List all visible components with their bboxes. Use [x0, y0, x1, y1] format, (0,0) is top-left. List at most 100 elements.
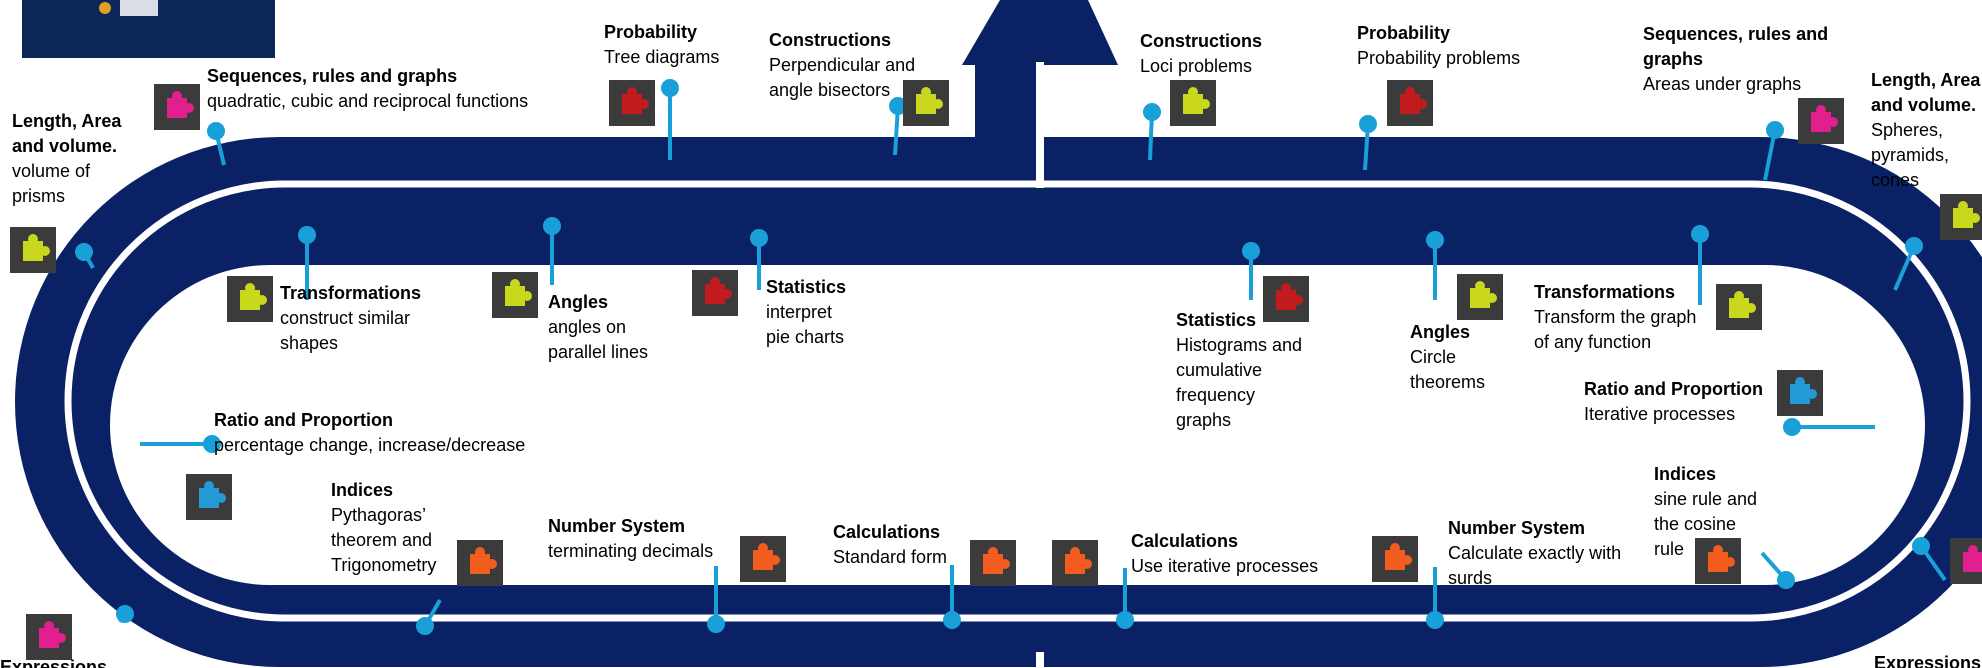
connector-pin	[416, 617, 434, 635]
topic-title: Angles	[548, 292, 609, 312]
connector-pin	[543, 217, 561, 235]
track-separator	[64, 180, 1971, 622]
stem-divider	[1036, 62, 1044, 188]
topic-title: Ratio and Proportion	[1584, 379, 1763, 399]
topic-text: rule	[1654, 539, 1685, 559]
puzzle-piece-icon	[1695, 538, 1741, 584]
puzzle-piece-icon	[1170, 80, 1216, 126]
topic-statistics-2: Statistics Histograms and cumulative fre…	[1176, 308, 1302, 433]
puzzle-piece-icon	[692, 270, 738, 316]
topic-ratio-1: Ratio and Proportion percentage change, …	[214, 408, 525, 458]
puzzle-piece-icon	[1263, 276, 1309, 322]
topic-expressions-2: Expressions	[1874, 651, 1981, 668]
topic-text: interpret	[766, 302, 833, 322]
connector-pin	[1912, 537, 1930, 555]
topic-text: Spheres,	[1871, 120, 1944, 140]
topic-text: theorems	[1410, 372, 1486, 392]
topic-length-2: Length, Area and volume. Spheres, pyrami…	[1871, 68, 1980, 193]
connector-pin	[707, 615, 725, 633]
topic-title: Sequences, rules and graphs	[207, 66, 458, 86]
topic-constructions-1: Constructions Perpendicular and angle bi…	[769, 28, 915, 103]
topic-title: Calculations	[833, 522, 941, 542]
logo-mark	[120, 0, 158, 16]
topic-calculations-1: Calculations Standard form	[833, 520, 947, 570]
connector-pin	[943, 611, 961, 629]
topic-statistics-1: Statistics interpret pie charts	[766, 275, 846, 350]
topic-angles-2: Angles Circle theorems	[1410, 320, 1485, 395]
puzzle-piece-icon	[970, 540, 1016, 586]
topic-ratio-2: Ratio and Proportion Iterative processes	[1584, 377, 1763, 427]
connector-pin	[1116, 611, 1134, 629]
connector-pin	[203, 435, 221, 453]
puzzle-piece-icon	[227, 276, 273, 322]
topic-probability-2: Probability Probability problems	[1357, 21, 1520, 71]
topic-text: angles on	[548, 317, 627, 337]
topic-title: Length, Area	[1871, 70, 1981, 90]
topic-expressions-1: Expressions	[0, 655, 107, 668]
topic-text: graphs	[1176, 410, 1232, 430]
connector-pin	[1426, 231, 1444, 249]
topic-title: and volume.	[1871, 95, 1977, 115]
topic-text: Standard form	[833, 547, 948, 567]
topic-text: pyramids,	[1871, 145, 1950, 165]
topic-title: Expressions	[1874, 653, 1982, 668]
connector-pin	[1905, 237, 1923, 255]
connector-pin	[1359, 115, 1377, 133]
puzzle-piece-icon	[1798, 98, 1844, 144]
puzzle-piece-icon	[903, 80, 949, 126]
topic-text: Loci problems	[1140, 56, 1253, 76]
puzzle-piece-icon	[186, 474, 232, 520]
connector-pin	[1143, 103, 1161, 121]
topic-title: Indices	[1654, 464, 1717, 484]
topic-text: surds	[1448, 568, 1493, 588]
topic-sequences-2: Sequences, rules and graphs Areas under …	[1643, 22, 1828, 97]
topic-text: theorem and	[331, 530, 433, 550]
topic-text: percentage change, increase/decrease	[214, 435, 526, 455]
topic-angles-1: Angles angles on parallel lines	[548, 290, 648, 365]
topic-text: Perpendicular and	[769, 55, 916, 75]
topic-title: Number System	[1448, 518, 1586, 538]
puzzle-piece-icon	[609, 80, 655, 126]
topic-text: Trigonometry	[331, 555, 437, 575]
connector-pin	[1242, 242, 1260, 260]
topic-text: Probability problems	[1357, 48, 1521, 68]
journey-arrow-head	[962, 0, 1118, 65]
topic-title: Probability	[1357, 23, 1451, 43]
topic-title: Indices	[331, 480, 394, 500]
topic-text: prisms	[12, 186, 65, 206]
puzzle-piece-icon	[1940, 194, 1982, 240]
topic-number-1: Number System terminating decimals	[548, 514, 713, 564]
topic-title: Angles	[1410, 322, 1471, 342]
connector-pin	[298, 226, 316, 244]
connector-pin	[75, 243, 93, 261]
connector-pin	[1777, 571, 1795, 589]
topic-text: of any function	[1534, 332, 1652, 352]
topic-text: cones	[1871, 170, 1920, 190]
topic-text: quadratic, cubic and reciprocal function…	[207, 91, 529, 111]
logo-mark	[99, 2, 111, 14]
topic-text: Pythagoras’	[331, 505, 427, 525]
connector-pin	[1783, 418, 1801, 436]
journey-arrow-stem	[975, 65, 1039, 137]
inner-field	[110, 265, 1925, 585]
puzzle-piece-icon	[1387, 80, 1433, 126]
topic-title: Sequences, rules and	[1643, 24, 1829, 44]
topic-text: Areas under graphs	[1643, 74, 1802, 94]
connector-pin	[1766, 121, 1784, 139]
connector-pin	[116, 605, 134, 623]
puzzle-piece-icon	[492, 272, 538, 318]
topic-title: Length, Area	[12, 111, 122, 131]
topic-text: pie charts	[766, 327, 845, 347]
connector-pin	[1426, 611, 1444, 629]
connector-pin	[207, 122, 225, 140]
topic-calculations-2: Calculations Use iterative processes	[1131, 529, 1318, 579]
topic-transformations-2: Transformations Transform the graph of a…	[1534, 280, 1696, 355]
connector-pin	[1691, 225, 1709, 243]
puzzle-piece-icon	[457, 540, 503, 586]
topic-indices-2: Indices sine rule and the cosine rule	[1654, 462, 1757, 562]
topic-text: Iterative processes	[1584, 404, 1736, 424]
topic-title: Probability	[604, 22, 698, 42]
puzzle-piece-icon	[1052, 540, 1098, 586]
topic-title: Ratio and Proportion	[214, 410, 393, 430]
